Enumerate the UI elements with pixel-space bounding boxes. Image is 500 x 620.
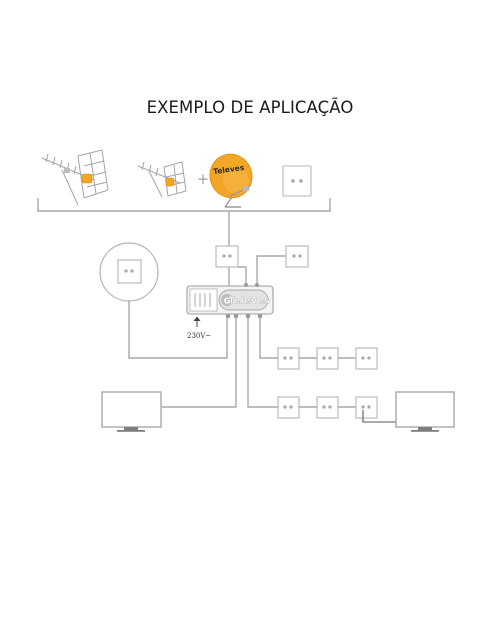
tv-left-icon (101, 391, 162, 432)
bottom-chain-line (247, 318, 278, 408)
socket-row-2-c (355, 396, 378, 419)
dish-brand-label: Televes (213, 163, 246, 176)
amplifier-brand-label: Televes (228, 296, 270, 307)
upper-socket-line-2 (256, 255, 286, 288)
amplifier-logo-letter: G (224, 297, 231, 306)
wall-socket-top (282, 165, 312, 197)
upper-socket-line-1 (238, 266, 247, 288)
wall-socket-upper-1 (215, 245, 239, 268)
satellite-dish-icon: Televes (209, 153, 253, 208)
tv-right-icon (395, 391, 455, 432)
page-title: EXEMPLO DE APLICAÇÃO (146, 98, 354, 117)
socket-row-2-a (277, 396, 300, 419)
left-tv-line (162, 318, 237, 408)
antenna-bracket (37, 198, 331, 212)
power-arrow-icon (193, 316, 201, 327)
terrestrial-antenna-large-icon (41, 149, 109, 206)
middle-chain-line (259, 318, 278, 359)
wall-socket-circle (117, 259, 142, 284)
wall-socket-upper-2 (285, 245, 309, 268)
amplifier-unit: G Televes (186, 283, 274, 319)
plus-sign: + (197, 170, 210, 188)
circle-to-amplifier-line (128, 301, 228, 359)
right-tv-line (362, 410, 396, 423)
terrestrial-antenna-small-icon (137, 161, 187, 198)
socket-row-2-b (316, 396, 339, 419)
socket-row-1-b (316, 347, 339, 370)
socket-row-1-c (355, 347, 378, 370)
socket-row-1-a (277, 347, 300, 370)
power-label: 230V~ (187, 332, 211, 340)
